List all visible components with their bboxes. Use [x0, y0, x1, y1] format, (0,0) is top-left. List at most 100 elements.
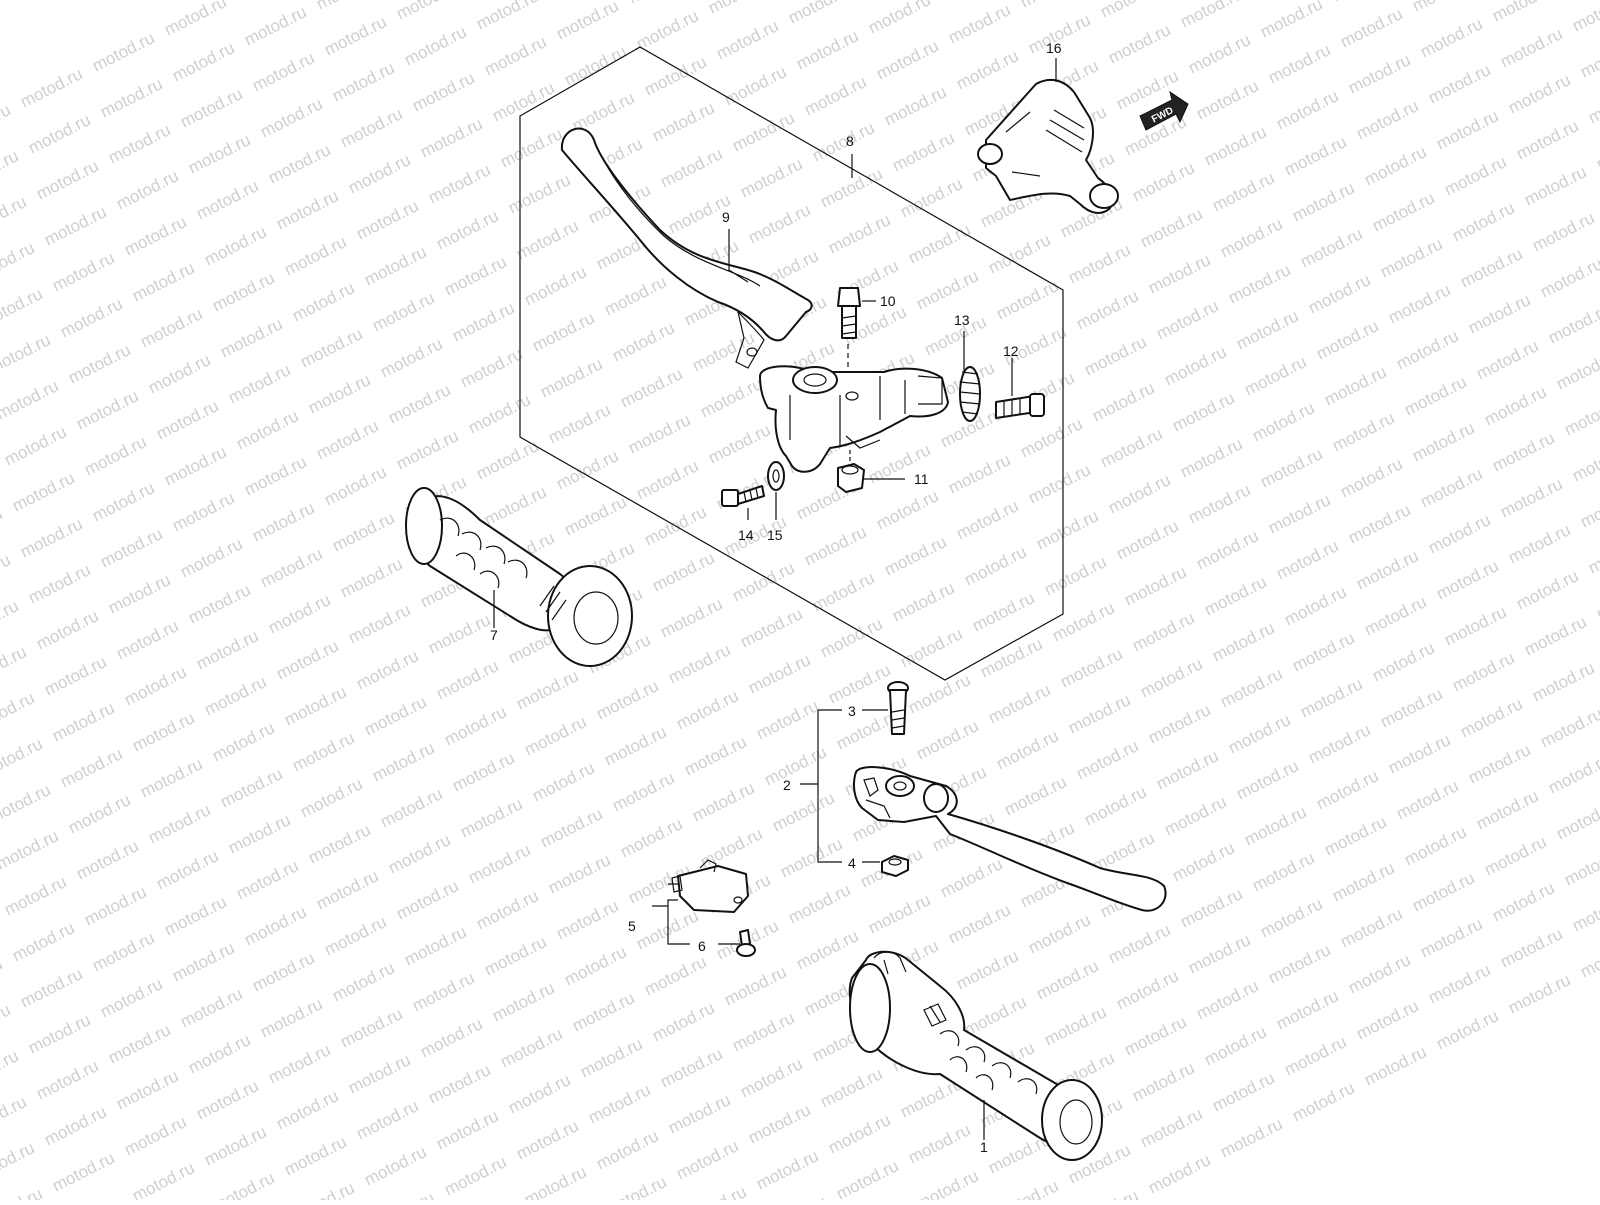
watermark-text: motod.ru	[169, 938, 237, 985]
watermark-text: motod.ru	[1465, 290, 1533, 337]
watermark-text: motod.ru	[0, 826, 62, 873]
callout-4: 4	[848, 855, 856, 871]
watermark-text: motod.ru	[817, 164, 885, 211]
watermark-text: motod.ru	[1137, 654, 1205, 701]
watermark-text: motod.ru	[1569, 888, 1600, 935]
leader-lines	[493, 58, 1057, 1140]
watermark-text: motod.ru	[713, 16, 781, 63]
watermark-text: motod.ru	[329, 58, 397, 105]
watermark-text: motod.ru	[97, 524, 165, 571]
watermark-text: motod.ru	[1449, 648, 1517, 695]
watermark-text: motod.ru	[1305, 720, 1373, 767]
lever-cover-part-16	[977, 78, 1119, 214]
watermark-text: motod.ru	[953, 496, 1021, 543]
watermark-text: motod.ru	[385, 830, 453, 877]
watermark-text: motod.ru	[257, 94, 325, 141]
watermark-text: motod.ru	[441, 252, 509, 299]
watermark-text: motod.ru	[1233, 306, 1301, 353]
watermark-text: motod.ru	[0, 954, 6, 1001]
watermark-text: motod.ru	[249, 498, 317, 545]
watermark-text: motod.ru	[1105, 470, 1173, 517]
watermark-text: motod.ru	[1217, 214, 1285, 261]
watermark-text: motod.ru	[697, 374, 765, 421]
screw-part-14	[721, 485, 765, 507]
watermark-text: motod.ru	[1177, 434, 1245, 481]
watermark-text: motod.ru	[321, 912, 389, 959]
watermark-text: motod.ru	[1297, 674, 1365, 721]
watermark-text: motod.ru	[1329, 408, 1397, 455]
watermark-text: motod.ru	[1593, 576, 1600, 623]
watermark-text: motod.ru	[905, 1120, 973, 1167]
watermark-text: motod.ru	[73, 386, 141, 433]
pivot-bolt-part-3	[887, 681, 909, 735]
watermark-text: motod.ru	[1393, 326, 1461, 373]
watermark-text: motod.ru	[1137, 204, 1205, 251]
watermark-text: motod.ru	[41, 202, 109, 249]
watermark-text: motod.ru	[1161, 342, 1229, 389]
watermark-text: motod.ru	[1265, 40, 1333, 87]
watermark-text: motod.ru	[1425, 510, 1493, 557]
watermark-text: motod.ru	[945, 0, 1013, 47]
callout-9: 9	[722, 209, 730, 225]
watermark-text: motod.ru	[913, 266, 981, 313]
watermark-text: motod.ru	[1377, 234, 1445, 281]
callout-11: 11	[914, 471, 929, 487]
watermark-text: motod.ru	[25, 1010, 93, 1057]
pivot-bolt-part-10	[837, 287, 861, 372]
watermark-text: motod.ru	[529, 758, 597, 805]
watermark-text: motod.ru	[193, 1076, 261, 1123]
watermark-text: motod.ru	[1249, 398, 1317, 445]
watermark-text: motod.ru	[801, 72, 869, 119]
watermark-text: motod.ru	[1233, 756, 1301, 803]
watermark-text: motod.ru	[329, 958, 397, 1005]
watermark-text: motod.ru	[1193, 526, 1261, 573]
watermark-text: motod.ru	[41, 1102, 109, 1149]
watermark-text: motod.ru	[0, 1000, 14, 1047]
watermark-text: motod.ru	[1025, 910, 1093, 957]
watermark-text: motod.ru	[1177, 884, 1245, 931]
watermark-text: motod.ru	[665, 1090, 733, 1137]
watermark-text: motod.ru	[505, 170, 573, 217]
watermark-text: motod.ru	[1257, 0, 1325, 42]
watermark-text: motod.ru	[0, 238, 38, 285]
watermark-text: motod.ru	[305, 820, 373, 867]
watermark-text: motod.ru	[185, 1030, 253, 1077]
watermark-text: motod.ru	[449, 298, 517, 345]
watermark-text: motod.ru	[665, 640, 733, 687]
watermark-text: motod.ru	[1401, 372, 1469, 419]
watermark-text: motod.ru	[89, 928, 157, 975]
watermark-text: motod.ru	[913, 1166, 981, 1200]
watermark-text: motod.ru	[0, 376, 62, 423]
watermark-text: motod.ru	[489, 978, 557, 1025]
watermark-text: motod.ru	[1105, 920, 1173, 967]
watermark-text: motod.ru	[1201, 122, 1269, 169]
watermark-text: motod.ru	[1393, 776, 1461, 823]
watermark-text: motod.ru	[313, 0, 381, 14]
callout-8: 8	[846, 133, 854, 149]
watermark-text: motod.ru	[953, 46, 1021, 93]
watermark-text: motod.ru	[113, 1066, 181, 1113]
brake-lever-part-2	[853, 766, 1167, 912]
watermark-text: motod.ru	[585, 1080, 653, 1127]
watermark-text: motod.ru	[393, 426, 461, 473]
watermark-text: motod.ru	[1457, 244, 1525, 291]
watermark-text: motod.ru	[193, 176, 261, 223]
watermark-text: motod.ru	[249, 948, 317, 995]
watermark-text: motod.ru	[1353, 546, 1421, 593]
watermark-text: motod.ru	[697, 824, 765, 871]
watermark-text: motod.ru	[649, 998, 717, 1045]
watermark-text: motod.ru	[1209, 1068, 1277, 1115]
watermark-text: motod.ru	[121, 1112, 189, 1159]
watermark-text: motod.ru	[0, 1184, 46, 1200]
watermark-text: motod.ru	[721, 62, 789, 109]
watermark-text: motod.ru	[969, 588, 1037, 635]
watermark-text: motod.ru	[65, 790, 133, 837]
watermark-text: motod.ru	[961, 992, 1029, 1039]
callout-labels: 1 2 3 4 5 6 7 8 9 10 11 12 13 14 15 16	[490, 40, 1062, 1155]
watermark-text: motod.ru	[1553, 346, 1600, 393]
watermark-text: motod.ru	[569, 988, 637, 1035]
watermark-text: motod.ru	[1425, 60, 1493, 107]
watermark-text: motod.ru	[17, 514, 85, 561]
watermark-text: motod.ru	[1409, 868, 1477, 915]
watermark-text: motod.ru	[1217, 1114, 1285, 1161]
